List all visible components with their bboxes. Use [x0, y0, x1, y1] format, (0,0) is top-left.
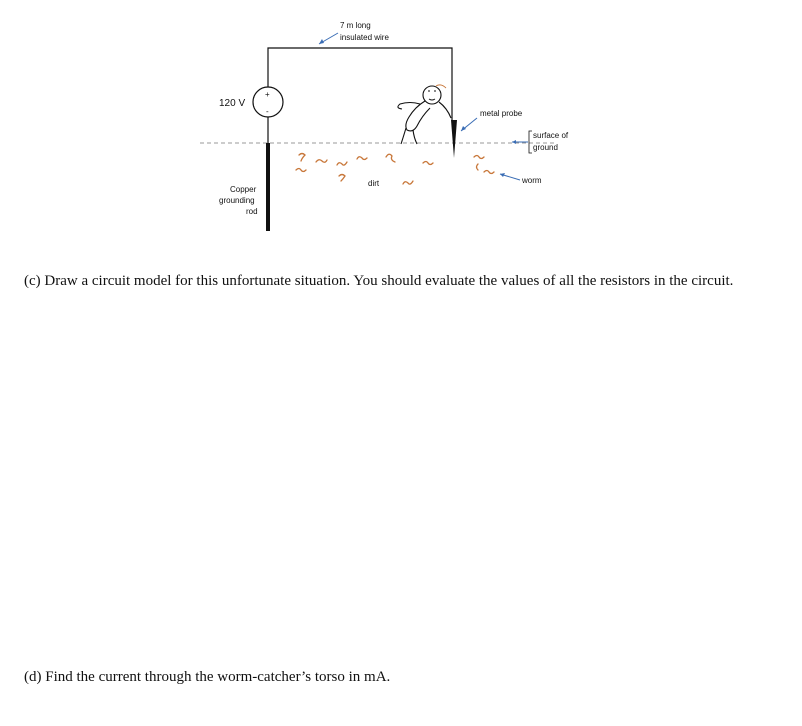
worm-icon — [475, 163, 479, 171]
worm-arrowhead — [500, 173, 505, 177]
metal-probe — [451, 120, 457, 158]
probe-label: metal probe — [480, 109, 523, 118]
wire-label-1: 7 m long — [340, 21, 371, 30]
surface-label-1: surface of — [533, 131, 569, 140]
worm-icon — [315, 159, 328, 163]
worm-catcher-figure — [397, 84, 452, 145]
worm-icon — [422, 160, 434, 166]
worm-icon — [356, 156, 368, 161]
head-icon — [422, 85, 442, 105]
worm-label: worm — [521, 176, 542, 185]
insulated-wire — [267, 47, 453, 120]
arm-left — [397, 101, 421, 110]
rod-label-3: rod — [246, 207, 258, 216]
arm-right — [438, 101, 452, 119]
worm-icon — [295, 167, 307, 173]
worm-icon — [338, 173, 346, 182]
voltage-label: 120 V — [219, 98, 245, 109]
question-c: (c) Draw a circuit model for this unfort… — [24, 273, 734, 289]
circuit-figure: + - 120 V Copper grounding rod metal pro… — [200, 21, 569, 231]
plus-sign: + — [265, 90, 270, 99]
rod-label-1: Copper — [230, 185, 257, 194]
dirt-label: dirt — [368, 179, 380, 188]
surface-arrowhead — [512, 140, 516, 144]
copper-grounding-rod — [266, 143, 270, 231]
minus-sign: - — [266, 107, 269, 116]
question-d: (d) Find the current through the worm-ca… — [24, 669, 391, 685]
probe-arrowhead — [461, 126, 466, 131]
surface-bracket-icon — [528, 130, 532, 154]
wire-label-2: insulated wire — [340, 33, 389, 42]
worm-icon — [402, 180, 414, 185]
rod-label-2: grounding — [219, 196, 255, 205]
torso — [405, 100, 431, 132]
worm-icon — [385, 153, 396, 163]
wire-arrowhead — [319, 39, 324, 44]
worm-icon — [298, 152, 306, 162]
worm-icon — [336, 161, 348, 166]
leg-right — [412, 129, 418, 145]
worm-icons — [295, 152, 495, 185]
hair-icon — [435, 84, 447, 89]
worm-icon — [483, 169, 495, 175]
surface-label-2: ground — [533, 143, 558, 152]
leg-left — [400, 127, 407, 145]
worm-icon — [473, 154, 485, 160]
